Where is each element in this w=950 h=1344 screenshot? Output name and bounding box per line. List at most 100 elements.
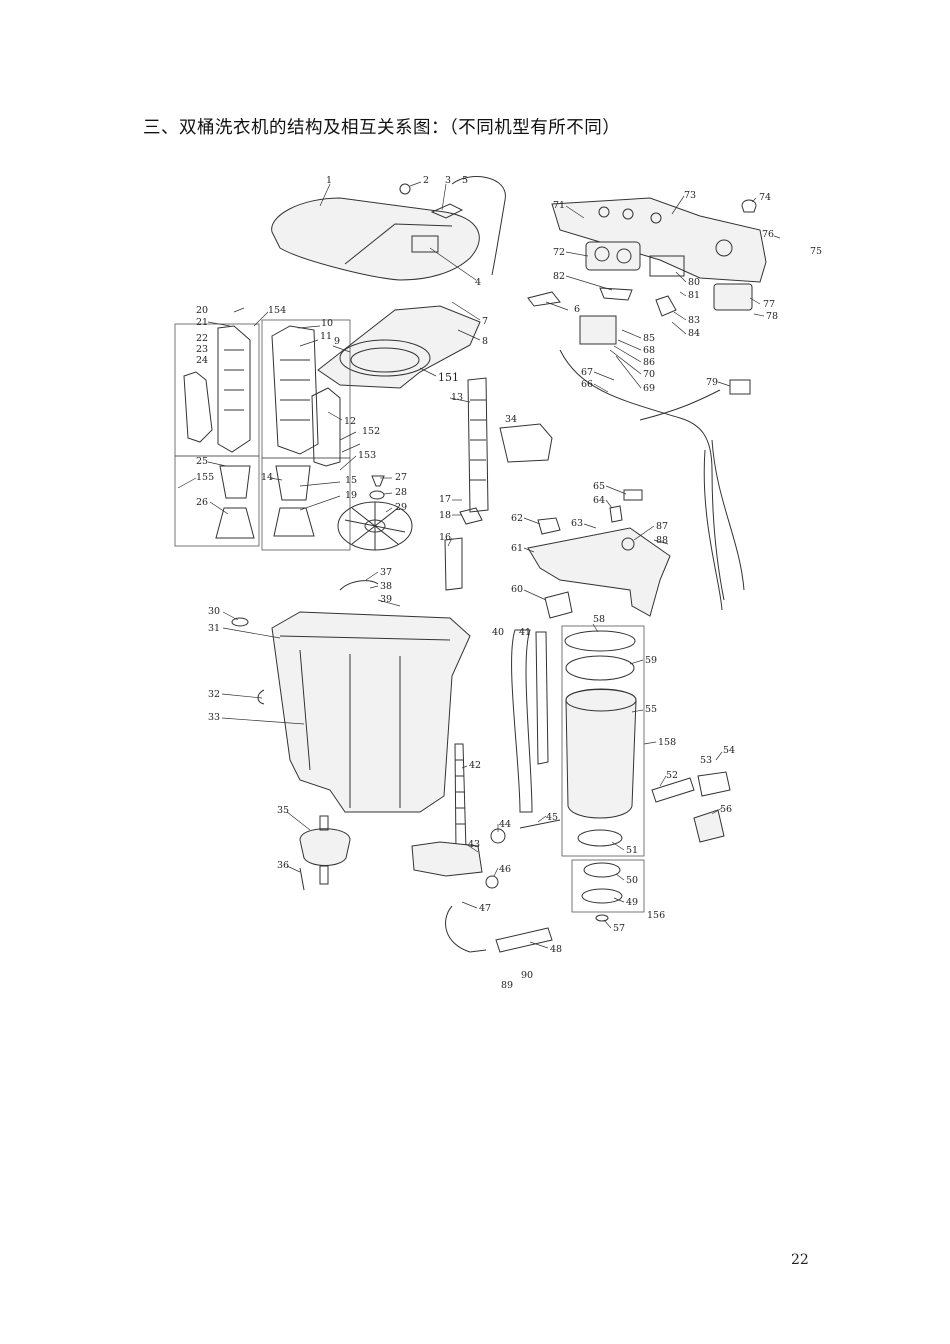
callout-65: 65 [593, 481, 605, 492]
callout-39: 39 [380, 594, 392, 605]
accessory-bag [693, 809, 725, 843]
callout-85: 85 [643, 333, 655, 344]
callout-62: 62 [511, 513, 523, 524]
callout-63: 63 [571, 518, 583, 529]
callout-36: 36 [277, 860, 289, 871]
callout-58: 58 [593, 614, 605, 625]
callout-9: 9 [334, 336, 340, 347]
callout-69: 69 [643, 383, 655, 394]
callout-89: 89 [501, 980, 513, 991]
callout-17: 17 [439, 494, 451, 505]
callout-60: 60 [511, 584, 523, 595]
callout-48: 48 [550, 944, 562, 955]
callout-156: 156 [647, 910, 665, 921]
callout-8: 8 [482, 336, 488, 347]
callout-57: 57 [613, 923, 625, 934]
callout-47: 47 [479, 903, 491, 914]
callout-66: 66 [581, 379, 593, 390]
callout-28: 28 [395, 487, 407, 498]
callout-3: 3 [445, 175, 451, 186]
callout-4: 4 [475, 277, 481, 288]
wiring-harness [559, 349, 725, 601]
callout-59: 59 [645, 655, 657, 666]
callout-2: 2 [423, 175, 429, 186]
callout-80: 80 [688, 277, 700, 288]
callout-43: 43 [468, 839, 480, 850]
callout-35: 35 [277, 805, 289, 816]
callout-82: 82 [553, 271, 565, 282]
callout-64: 64 [593, 495, 605, 506]
callout-45: 45 [546, 812, 558, 823]
callout-154: 154 [268, 305, 286, 316]
callout-88: 88 [656, 535, 668, 546]
callout-54: 54 [723, 745, 735, 756]
part-drawings [174, 176, 767, 953]
callout-50: 50 [626, 875, 638, 886]
callout-12: 12 [344, 416, 356, 427]
callout-1: 1 [326, 175, 332, 186]
callout-70: 70 [643, 369, 655, 380]
callout-27: 27 [395, 472, 407, 483]
spin-frame [527, 527, 671, 617]
callout-10: 10 [321, 318, 333, 329]
callout-40: 40 [492, 627, 504, 638]
callout-87: 87 [656, 521, 668, 532]
callout-86: 86 [643, 357, 655, 368]
callout-5: 5 [462, 175, 468, 186]
callout-34: 34 [505, 414, 517, 425]
callout-155: 155 [196, 472, 214, 483]
callout-151: 151 [438, 371, 459, 384]
callout-29: 29 [395, 502, 407, 513]
callout-labels: 1 2 3 5 4 6 7 8 9 10 11 12 13 14 15 16 1… [196, 175, 822, 991]
callout-83: 83 [688, 315, 700, 326]
callout-71: 71 [553, 200, 565, 211]
callout-24: 24 [196, 355, 208, 366]
callout-15: 15 [345, 475, 357, 486]
leader-lines [177, 181, 781, 949]
spin-basket [565, 689, 637, 819]
wash-timer [585, 241, 641, 271]
callout-53: 53 [700, 755, 712, 766]
wash-motor [299, 828, 351, 866]
drain-column [467, 377, 489, 513]
callout-30: 30 [208, 606, 220, 617]
callout-51: 51 [626, 845, 638, 856]
callout-79: 79 [706, 377, 718, 388]
callout-73: 73 [684, 190, 696, 201]
callout-67: 67 [581, 367, 593, 378]
callout-46: 46 [499, 864, 511, 875]
callout-74: 74 [759, 192, 771, 203]
callout-81: 81 [688, 290, 700, 301]
callout-52: 52 [666, 770, 678, 781]
callout-11: 11 [320, 331, 332, 342]
callout-21: 21 [196, 317, 208, 328]
drain-valve [411, 841, 483, 877]
callout-72: 72 [553, 247, 565, 258]
lint-filter-left [217, 325, 251, 453]
callout-26: 26 [196, 497, 208, 508]
callout-23: 23 [196, 344, 208, 355]
callout-16: 16 [439, 532, 451, 543]
selector-switch [579, 315, 617, 345]
callout-6: 6 [574, 304, 580, 315]
callout-20: 20 [196, 305, 208, 316]
spin-timer [713, 283, 753, 311]
callout-42: 42 [469, 760, 481, 771]
callout-68: 68 [643, 345, 655, 356]
callout-55: 55 [645, 704, 657, 715]
callout-78: 78 [766, 311, 778, 322]
page-number: 22 [791, 1252, 809, 1268]
callout-84: 84 [688, 328, 700, 339]
callout-18: 18 [439, 510, 451, 521]
callout-19: 19 [345, 490, 357, 501]
callout-158: 158 [658, 737, 676, 748]
callout-33: 33 [208, 712, 220, 723]
callout-56: 56 [720, 804, 732, 815]
callout-75: 75 [810, 246, 822, 257]
callout-32: 32 [208, 689, 220, 700]
callout-76: 76 [762, 229, 774, 240]
callout-22: 22 [196, 333, 208, 344]
callout-25: 25 [196, 456, 208, 467]
callout-37: 37 [380, 567, 392, 578]
callout-77: 77 [763, 299, 775, 310]
